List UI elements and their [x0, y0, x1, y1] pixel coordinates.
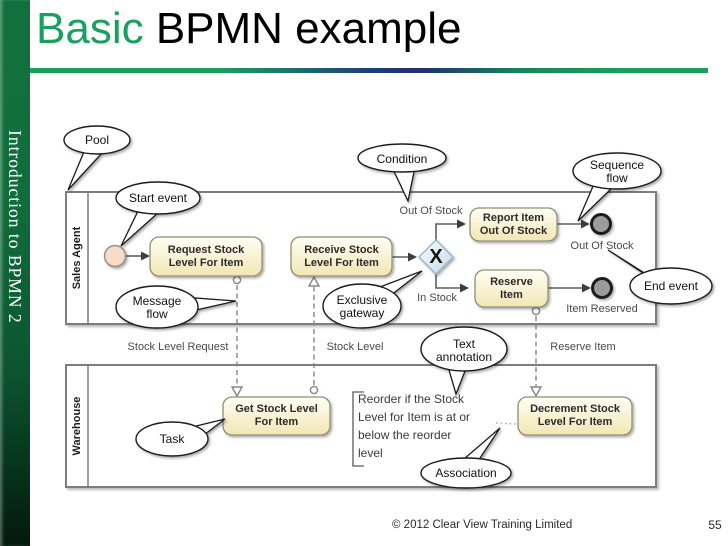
label-item-reserved: Item Reserved: [566, 303, 638, 315]
callout-pool-shape: [63, 125, 131, 191]
callout-start-event: Start event: [128, 190, 188, 205]
title-rest: BPMN example: [143, 4, 462, 53]
pool-label-warehouse: Warehouse: [71, 396, 83, 456]
label-stock-level-request: Stock Level Request: [127, 341, 229, 353]
callout-association: Association: [435, 465, 497, 480]
callout-condition: Condition: [376, 151, 428, 166]
callout-pool: Pool: [84, 132, 110, 147]
label-stock-level: Stock Level: [326, 341, 384, 353]
callout-sequence-flow-shape: [572, 152, 662, 222]
task-decrement: Decrement Stock Level For Item: [530, 403, 620, 428]
callout-task-shape: [135, 418, 226, 457]
callout-exclusive-gateway: Exclusive gateway: [336, 292, 388, 320]
footer-copyright: © 2012 Clear View Training Limited: [392, 519, 573, 531]
pool-label-sales-agent: Sales Agent: [71, 226, 83, 290]
callout-start-event-shape: [115, 181, 201, 247]
sequence-flow-lines: [126, 223, 583, 289]
sequence-flow-arrowheads: [141, 219, 591, 293]
task-report-shape: [469, 207, 558, 242]
task-report: Report Item Out Of Stock: [479, 211, 548, 237]
task-receive: Receive Stock Level For Item: [304, 243, 379, 269]
task-get-stock: Get Stock Level For Item: [235, 403, 318, 428]
label-condition-out-of-stock: Out Of Stock: [399, 205, 463, 217]
callout-text-annotation-shape: [420, 326, 508, 397]
annotation-bracket: [352, 391, 364, 467]
end-event-out-of-stock-circle: [590, 213, 612, 235]
callout-text-annotation: Text annotation: [435, 336, 493, 364]
task-decrement-shape: [517, 396, 633, 436]
callout-association-shape: [420, 427, 512, 489]
gateway-x-symbol: X: [429, 245, 443, 268]
label-in-stock: In Stock: [417, 292, 457, 304]
task-get-stock-shape: [222, 396, 331, 436]
message-flow-lines: [236, 285, 537, 386]
title-underline: [30, 68, 708, 73]
label-end-out-of-stock: Out Of Stock: [570, 240, 634, 252]
callout-task: Task: [159, 431, 185, 446]
sidebar-course-title: Introduction to BPMN 2: [5, 130, 25, 324]
association-line: [495, 422, 517, 425]
text-annotation: Reorder if the Stock Level for Item is a…: [358, 392, 471, 460]
task-receive-shape: [290, 236, 393, 277]
footer-page-number: 55: [708, 518, 722, 532]
end-event-item-reserved-circle: [591, 277, 613, 299]
exclusive-gateway-diamond: [418, 239, 454, 275]
callout-end-event: End event: [643, 278, 699, 293]
task-request: Request Stock Level For Item: [167, 243, 245, 269]
callout-exclusive-gateway-shape: [322, 270, 423, 329]
start-event-circle: [103, 244, 127, 268]
title-highlight: Basic: [36, 4, 144, 53]
page-title: Basic BPMN example: [36, 2, 461, 56]
sidebar: Introduction to BPMN 2: [0, 0, 30, 546]
callout-condition-shape: [357, 143, 447, 204]
task-reserve-shape: [474, 269, 549, 308]
callout-message-flow: Message flow: [132, 293, 182, 321]
callout-end-event-shape: [607, 249, 713, 305]
callout-sequence-flow: Sequence flow: [589, 157, 645, 185]
callout-message-flow-shape: [115, 285, 237, 329]
task-request-shape: [149, 236, 263, 277]
task-reserve: Reserve Item: [490, 275, 533, 301]
label-reserve-item: Reserve Item: [550, 341, 616, 353]
